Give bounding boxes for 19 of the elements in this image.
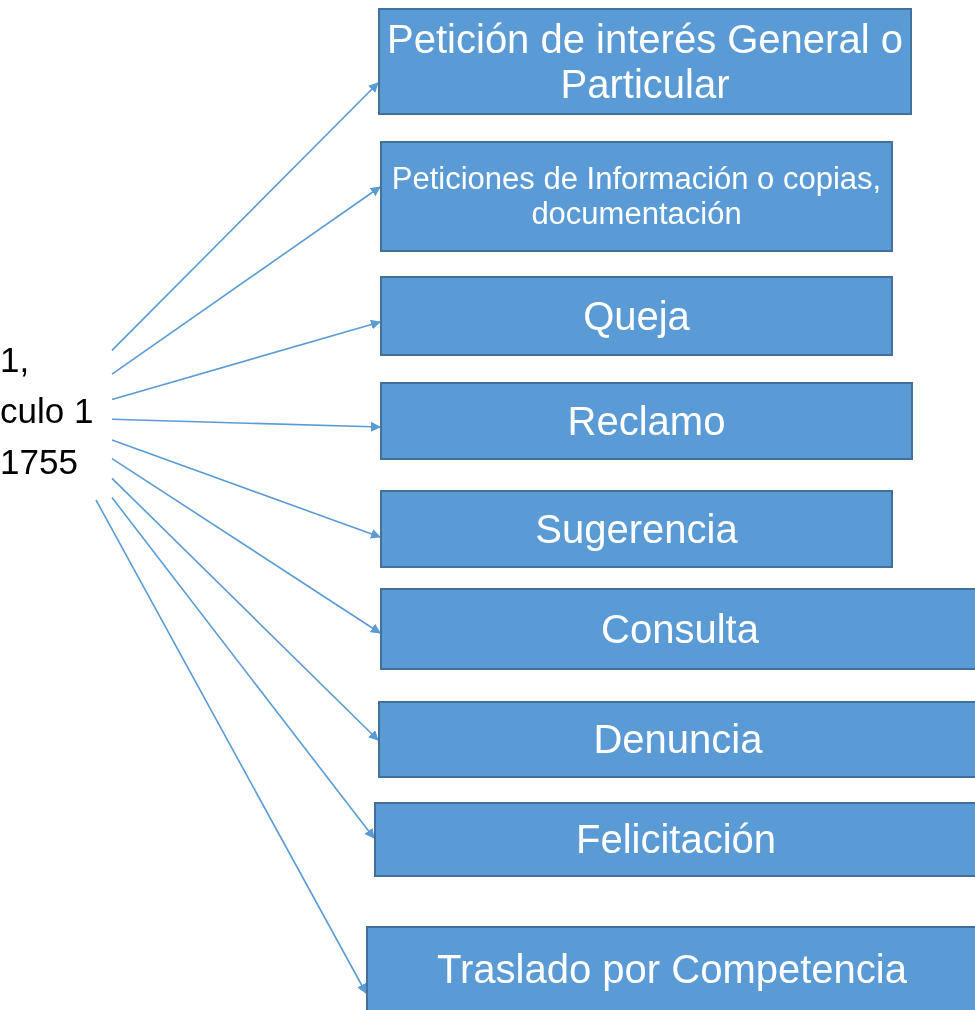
- arrow: [111, 496, 375, 839]
- category-box: Sugerencia: [380, 490, 893, 568]
- arrow: [111, 418, 381, 432]
- category-box: Queja: [380, 276, 893, 356]
- arrow: [111, 186, 381, 375]
- arrow: [111, 457, 381, 634]
- category-box: Felicitación: [374, 802, 975, 877]
- category-box: Petición de interés General o Particular: [378, 8, 912, 115]
- category-box: Reclamo: [380, 382, 913, 460]
- source-text: 1, culo 1 1755: [0, 340, 94, 481]
- arrow: [111, 439, 381, 539]
- arrow: [95, 499, 367, 994]
- category-box: Peticiones de Información o copias, documentación: [380, 141, 893, 252]
- arrow: [111, 477, 379, 741]
- arrow: [111, 319, 381, 401]
- category-box: Consulta: [380, 588, 975, 670]
- category-box: Traslado por Competencia: [366, 926, 975, 1010]
- arrow: [111, 82, 379, 352]
- category-box: Denuncia: [378, 701, 975, 778]
